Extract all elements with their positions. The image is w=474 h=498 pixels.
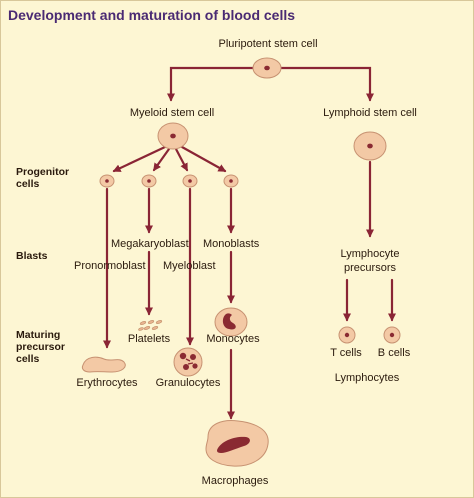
progenitor-cell-icon	[141, 174, 157, 188]
label-megakaryoblast: Megakaryoblast	[111, 238, 189, 250]
label-lymphocytes: Lymphocytes	[334, 372, 400, 384]
macrophage-icon	[205, 420, 269, 467]
pluripotent-cell-icon	[252, 57, 282, 79]
label-granulocytes: Granulocytes	[155, 377, 221, 389]
granulocyte-icon	[173, 347, 203, 377]
myeloid-cell-icon	[157, 122, 189, 150]
label-macrophages: Macrophages	[201, 475, 269, 487]
row-label-progenitor: Progenitor cells	[16, 166, 70, 190]
erythrocyte-icon	[81, 356, 126, 373]
progenitor-cell-icon	[182, 174, 198, 188]
page-title: Development and maturation of blood cell…	[8, 7, 296, 23]
label-platelets: Platelets	[127, 333, 171, 345]
label-lymphoid-stem-cell: Lymphoid stem cell	[323, 107, 417, 119]
arrow-myeloid-to-progenitor-4	[180, 145, 227, 173]
progenitor-cell-icon	[99, 174, 115, 188]
arrow-pluripotent-to-myeloid	[167, 66, 255, 102]
label-monocytes: Monocytes	[206, 333, 260, 345]
label-t-cells: T cells	[330, 347, 362, 359]
arrow-myeloid-to-progenitor-2	[152, 147, 171, 172]
label-b-cells: B cells	[377, 347, 411, 359]
platelets-icon	[138, 320, 163, 331]
label-pluripotent-stem-cell: Pluripotent stem cell	[218, 38, 318, 50]
lymphoid-cell-icon	[353, 131, 387, 161]
t-cell-icon	[338, 326, 356, 344]
arrow-myeloid-to-progenitor-1	[112, 145, 167, 173]
progenitor-cell-icon	[223, 174, 239, 188]
arrow-pluripotent-to-lymphoid	[279, 66, 374, 102]
row-label-maturing: Maturing precursor cells	[16, 329, 66, 365]
label-lymphocyte-precursors-line1: Lymphocyte	[340, 248, 400, 260]
row-label-blasts: Blasts	[16, 250, 48, 262]
label-erythrocytes: Erythrocytes	[76, 377, 138, 389]
label-monoblasts: Monoblasts	[203, 238, 260, 250]
monocyte-icon	[214, 307, 248, 337]
label-pronormoblast: Pronormoblast	[74, 260, 146, 272]
label-lymphocyte-precursors-line2: precursors	[344, 262, 396, 274]
arrow-myeloid-to-progenitor-3	[174, 147, 189, 172]
b-cell-icon	[383, 326, 401, 344]
label-myeloblast: Myeloblast	[163, 260, 216, 272]
label-myeloid-stem-cell: Myeloid stem cell	[129, 107, 215, 119]
